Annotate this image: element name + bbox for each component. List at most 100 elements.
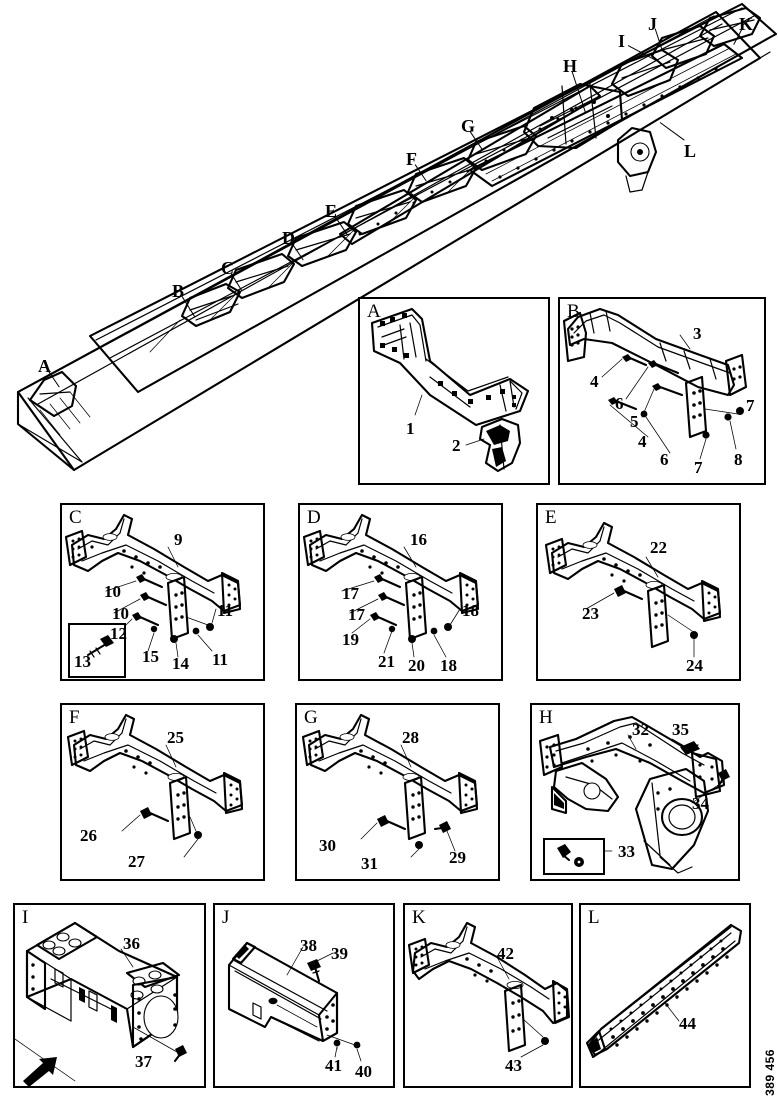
part-number-9: 9 — [174, 530, 183, 549]
panel-H-drawing — [538, 715, 730, 874]
part-number-11b: 11 — [212, 650, 229, 669]
part-number-18b: 18 — [462, 601, 479, 620]
detail-panel-I: I — [13, 903, 206, 1088]
part-number-4a: 4 — [590, 372, 599, 391]
panel-E-drawing — [544, 521, 722, 658]
part-number-5: 5 — [630, 412, 639, 431]
part-number-27: 27 — [128, 852, 145, 871]
panel-L-drawing — [585, 923, 743, 1059]
panel-letter-J: J — [222, 907, 230, 928]
detail-panel-B: B — [558, 297, 766, 485]
part-number-7a: 7 — [694, 458, 703, 477]
part-number-40: 40 — [355, 1062, 372, 1081]
part-number-36: 36 — [123, 934, 140, 953]
part-number-19: 19 — [342, 630, 359, 649]
part-13-bolt-drawing — [86, 635, 114, 658]
part-number-6a: 6 — [615, 394, 624, 413]
part-number-16: 16 — [410, 530, 427, 549]
part-number-24: 24 — [686, 656, 703, 675]
part-number-37: 37 — [135, 1052, 152, 1071]
part-number-3: 3 — [693, 324, 702, 343]
part-number-11a: 11 — [217, 601, 234, 620]
part-number-17b: 17 — [348, 605, 365, 624]
part-number-2: 2 — [452, 436, 461, 455]
part-number-39: 39 — [331, 944, 348, 963]
part-number-4b: 4 — [638, 432, 647, 451]
panel-B-drawing — [562, 307, 748, 460]
part-number-14: 14 — [172, 654, 189, 673]
detail-panel-F: F — [60, 703, 265, 881]
panel-letter-F: F — [69, 707, 80, 728]
panel-letter-C: C — [69, 507, 82, 528]
part-number-38: 38 — [300, 936, 317, 955]
detail-panel-G: G — [295, 703, 500, 881]
main-callout-G: G — [461, 116, 476, 136]
detail-panel-C: C — [60, 503, 265, 681]
panel-letter-L: L — [588, 907, 600, 928]
main-callout-H: H — [563, 56, 578, 76]
main-callout-D: D — [282, 228, 295, 248]
part-number-23: 23 — [582, 604, 599, 623]
main-callout-I: I — [618, 31, 626, 51]
part-number-41: 41 — [325, 1056, 342, 1075]
part-number-7b: 7 — [746, 396, 755, 415]
part-number-10a: 10 — [104, 582, 121, 601]
part-number-33: 33 — [618, 842, 635, 861]
detail-panel-J: J — [213, 903, 395, 1088]
part-number-10b: 10 — [112, 604, 129, 623]
chassis-frame-overview: A B C D E F G H I J K L — [0, 0, 778, 480]
part-number-34: 34 — [692, 794, 709, 813]
part-13-inset — [68, 623, 126, 678]
part-number-31: 31 — [361, 854, 378, 873]
main-callout-J: J — [648, 14, 657, 34]
main-callout-C: C — [221, 258, 234, 278]
panel-letter-K: K — [412, 907, 426, 928]
detail-panel-E: E — [536, 503, 741, 681]
detail-panel-L: L — [579, 903, 751, 1088]
part-number-13: 13 — [74, 652, 91, 671]
main-callout-A: A — [38, 356, 51, 376]
panel-J-drawing — [227, 941, 362, 1062]
part-number-12: 12 — [110, 624, 127, 643]
detail-panel-D: D — [298, 503, 503, 681]
part-number-21: 21 — [378, 652, 395, 671]
part-33-hardware-drawing — [557, 844, 584, 867]
drawing-number: 389 456 — [763, 1049, 777, 1096]
part-33-inset — [543, 838, 605, 875]
part-number-1: 1 — [406, 419, 415, 438]
panel-A-drawing — [370, 307, 530, 473]
main-callout-E: E — [325, 201, 338, 221]
main-callout-B: B — [172, 281, 185, 301]
part-number-18a: 18 — [440, 656, 457, 675]
part-number-17a: 17 — [342, 584, 359, 603]
panel-letter-A: A — [367, 301, 381, 322]
part-number-32: 32 — [632, 720, 649, 739]
main-callout-L: L — [684, 141, 697, 161]
panel-letter-G: G — [304, 707, 318, 728]
panel-letter-B: B — [567, 301, 580, 322]
detail-panel-A: A — [358, 297, 550, 485]
panel-letter-E: E — [545, 507, 557, 528]
panel-F-drawing — [66, 713, 244, 858]
part-number-30: 30 — [319, 836, 336, 855]
part-number-26: 26 — [80, 826, 97, 845]
main-callout-F: F — [406, 149, 417, 169]
main-callout-K: K — [739, 14, 754, 34]
part-number-43: 43 — [505, 1056, 522, 1075]
panel-letter-I: I — [22, 907, 29, 928]
part-number-42: 42 — [497, 944, 514, 963]
part-number-6b: 6 — [660, 450, 669, 469]
part-number-8: 8 — [734, 450, 743, 469]
panel-G-drawing — [301, 713, 479, 858]
part-number-20: 20 — [408, 656, 425, 675]
panel-letter-D: D — [307, 507, 321, 528]
part-number-25: 25 — [167, 728, 184, 747]
part-number-22: 22 — [650, 538, 667, 557]
panel-D-drawing — [302, 513, 480, 658]
part-number-44: 44 — [679, 1014, 696, 1033]
detail-panel-H: H — [530, 703, 740, 881]
panel-I-drawing — [15, 921, 187, 1086]
panel-K-drawing — [407, 921, 571, 1058]
panel-C-drawing — [64, 513, 242, 658]
